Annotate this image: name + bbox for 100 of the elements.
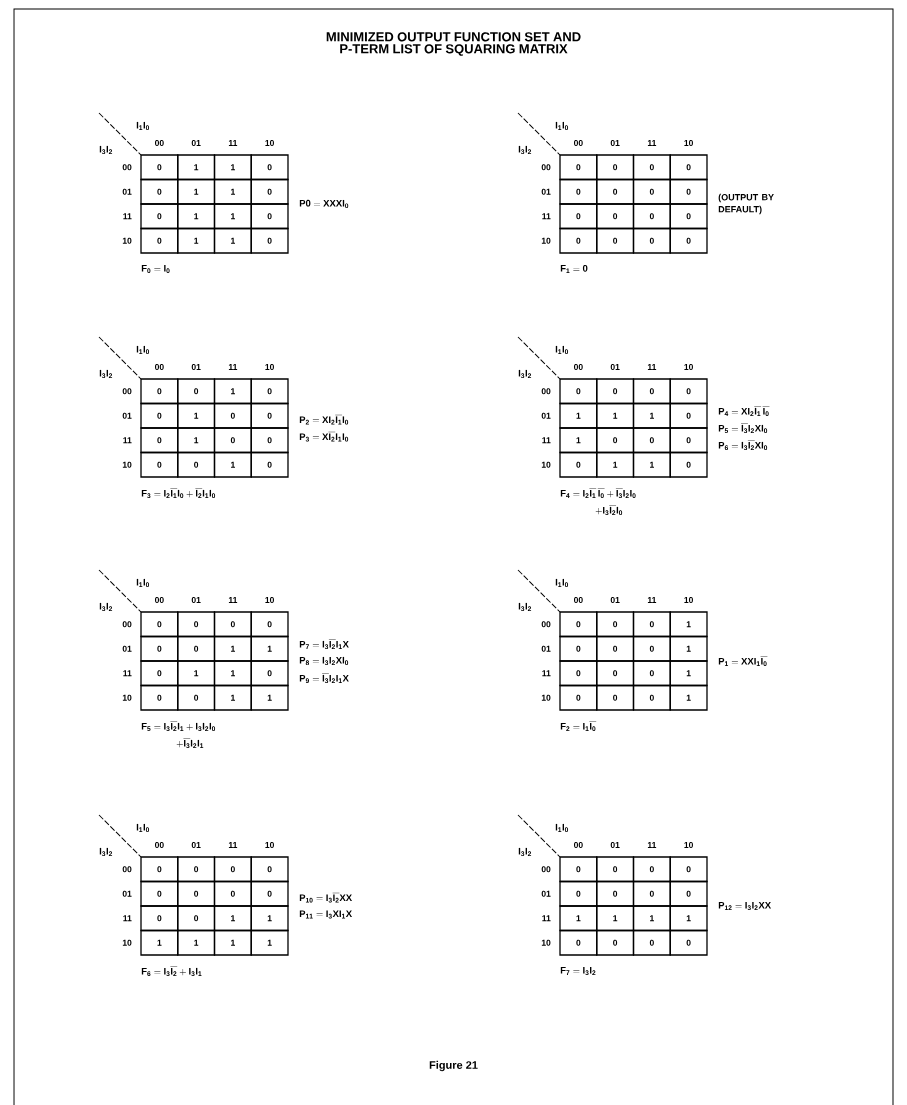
column-header: 00 [155, 597, 164, 603]
axis-label: $\mathrm{I_{1}I_{0}}$ [555, 823, 569, 833]
kmap-cell: 0 [250, 660, 289, 687]
kmap-cell: 1 [213, 684, 252, 711]
kmap-cell: 0 [596, 178, 635, 205]
kmap-cell: 1 [559, 427, 598, 454]
kmap-cell: 0 [559, 856, 598, 883]
kmap-cell: 0 [669, 929, 708, 956]
kmap-cell: 1 [177, 203, 216, 230]
kmap-cell: 0 [596, 880, 635, 907]
row-header: 01 [122, 890, 132, 897]
kmap-cell: 0 [632, 611, 671, 638]
column-header: 11 [647, 364, 657, 370]
kmap-cell: 0 [177, 378, 216, 405]
column-header: 10 [684, 140, 693, 146]
row-header: 00 [122, 866, 132, 873]
kmap-cell: 0 [140, 154, 179, 181]
kmap-cell: 0 [632, 856, 671, 883]
row-header: 10 [122, 237, 132, 244]
kmap-cell: 0 [632, 635, 671, 662]
axis-label: $\mathrm{I_{3}I_{2}}$ [99, 145, 113, 155]
column-header: 00 [155, 140, 164, 146]
axis-label: $\mathrm{I_{3}I_{2}}$ [99, 602, 113, 612]
kmap-cell: 1 [213, 378, 252, 405]
output-function: $\mathrm{F_{1} = 0}$ [560, 264, 588, 274]
column-header: 01 [610, 842, 620, 848]
row-header: 10 [122, 694, 132, 701]
column-header: 11 [228, 842, 238, 848]
kmap-cell: 0 [250, 178, 289, 205]
kmap-cell: 0 [250, 227, 289, 254]
output-function: $\mathrm{F_{3} = I_{2}\overline{I_{1}}I_{0} + \overline{I_{2}}I_{1}I_{0}}$ [141, 488, 216, 499]
kmap-cell: 1 [177, 402, 216, 429]
kmap-cell: 1 [250, 905, 289, 932]
kmap-cell: 0 [632, 203, 671, 230]
row-header: 10 [541, 461, 551, 468]
kmap-cell: 0 [559, 227, 598, 254]
row-header: 01 [541, 645, 551, 652]
kmap-cell: 0 [140, 856, 179, 883]
kmap-cell: 0 [596, 611, 635, 638]
kmap-cell: 0 [140, 635, 179, 662]
kmap-cell: 0 [632, 154, 671, 181]
kmap-cell: 0 [669, 227, 708, 254]
product-term: $\mathrm{P_{9} = \overline{I_{3}}I_{2}I_{1}X}$ [299, 673, 349, 684]
column-header: 11 [647, 597, 657, 603]
kmap-cell: 1 [177, 929, 216, 956]
column-header: 01 [191, 597, 201, 603]
column-header: 10 [265, 140, 274, 146]
output-function: $\mathrm{F_{4} = I_{2}\overline{I_{1}}\,\overline{I_{0}} + \overline{I_{3}}I_{2}I_{0}}$ [560, 488, 636, 499]
kmap-cell: 0 [632, 660, 671, 687]
column-header: 01 [610, 140, 620, 146]
column-header: 10 [265, 364, 274, 370]
product-term: $\mathrm{P_{12} = I_{3}I_{2}XX}$ [718, 901, 772, 911]
row-header: 11 [542, 213, 551, 220]
column-header: 01 [191, 842, 201, 848]
kmap-cell: 0 [596, 427, 635, 454]
product-term: $\mathrm{P_{1} = XXI_{1}\overline{I_{0}}}$ [718, 656, 768, 667]
kmap-cell: 0 [559, 154, 598, 181]
row-header: 01 [541, 412, 551, 419]
kmap-cell: 0 [632, 227, 671, 254]
column-header: 11 [228, 597, 238, 603]
kmap-cell: 0 [250, 378, 289, 405]
row-header: 00 [541, 164, 551, 171]
column-header: 10 [265, 597, 274, 603]
kmap-cell: 1 [596, 905, 635, 932]
row-header: 11 [123, 213, 132, 220]
output-function: $\mathrm{F_{7} = I_{3}I_{2}}$ [560, 966, 596, 976]
kmap-cell: 0 [559, 378, 598, 405]
kmap-cell: 0 [669, 427, 708, 454]
kmap-cell: 0 [140, 378, 179, 405]
column-header: 11 [647, 842, 657, 848]
row-header: 01 [541, 188, 551, 195]
product-term: $\mathrm{P_{6} = I_{3}\overline{I_{2}}XI_{0}}$ [718, 440, 768, 451]
kmap-cell: 0 [140, 660, 179, 687]
kmap-cell: 1 [559, 905, 598, 932]
column-header: 01 [610, 597, 620, 603]
title: MINIMIZED OUTPUT FUNCTION SET AND P-TERM LIST OF SQUARING MATRIX [326, 32, 581, 56]
output-function: $\mathrm{F_{6} = I_{3}\overline{I_{2}} + I_{3}I_{1}}$ [141, 966, 202, 977]
kmap-cell: 0 [559, 635, 598, 662]
kmap-cell: 0 [213, 427, 252, 454]
output-function: $\mathrm{+\overline{I_{3}}I_{2}I_{1}}$ [176, 738, 204, 749]
kmap-cell: 0 [250, 880, 289, 907]
kmap-cell: 0 [140, 227, 179, 254]
kmap-cell: 1 [140, 929, 179, 956]
kmap-cell: 0 [596, 660, 635, 687]
kmap-cell: 0 [213, 856, 252, 883]
product-term: $\mathrm{P0 = XXXI_{0}}$ [299, 199, 349, 209]
row-header: 11 [123, 915, 132, 922]
kmap-cell: 0 [250, 451, 289, 478]
axis-label: $\mathrm{I_{3}I_{2}}$ [99, 847, 113, 857]
axis-label: $\mathrm{I_{3}I_{2}}$ [99, 369, 113, 379]
kmap-cell: 1 [669, 635, 708, 662]
axis-label: $\mathrm{I_{1}I_{0}}$ [555, 578, 569, 588]
output-function: $\mathrm{+I_{3}\overline{I_{2}}I_{0}}$ [595, 505, 623, 516]
row-header: 00 [541, 866, 551, 873]
kmap-cell: 1 [632, 905, 671, 932]
kmap-cell: 1 [213, 451, 252, 478]
kmap-cell: 0 [669, 203, 708, 230]
output-function: $\mathrm{F_{0} = I_{0}}$ [141, 264, 170, 274]
row-header: 10 [541, 939, 551, 946]
row-header: 11 [542, 437, 551, 444]
